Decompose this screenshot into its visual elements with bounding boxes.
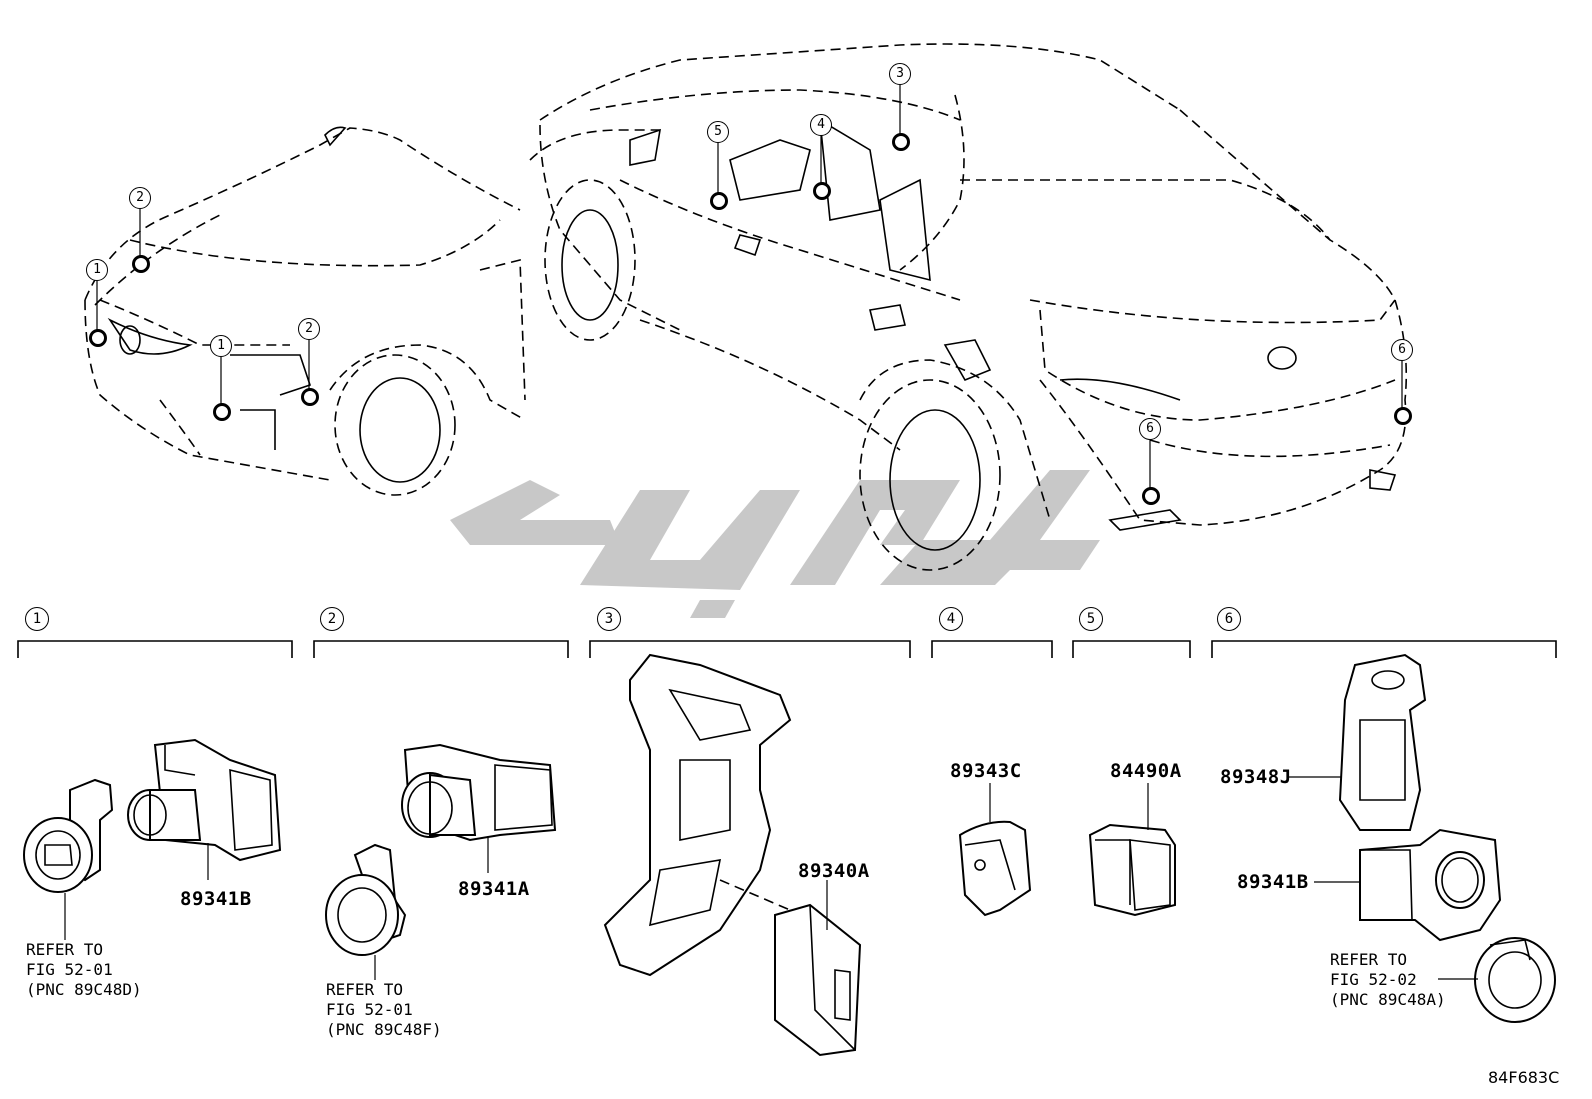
sensor-location-dot bbox=[813, 182, 831, 200]
callout-2-front-left: 2 bbox=[129, 187, 151, 209]
sensor-location-dot bbox=[301, 388, 319, 406]
refer-note-group2: REFER TO FIG 52-01 (PNC 89C48F) bbox=[326, 980, 442, 1039]
group1-sensor-drawing bbox=[127, 738, 282, 880]
group2-sensor-drawing bbox=[401, 743, 557, 873]
sensor-location-dot bbox=[132, 255, 150, 273]
callout-5-car: 5 bbox=[707, 121, 729, 143]
part-number-89341A: 89341A bbox=[458, 878, 530, 900]
main-car-outline bbox=[529, 43, 1408, 571]
group5-switch-drawing bbox=[1088, 783, 1176, 917]
sensor-location-dot bbox=[892, 133, 910, 151]
group-6-header: 6 bbox=[1217, 607, 1241, 631]
part-number-89341B-rear: 89341B bbox=[1237, 871, 1309, 893]
group-4-header: 4 bbox=[939, 607, 963, 631]
group-5-header: 5 bbox=[1079, 607, 1103, 631]
part-number-84490A: 84490A bbox=[1110, 760, 1182, 782]
group-brackets bbox=[17, 640, 1557, 658]
refer-note-group1: REFER TO FIG 52-01 (PNC 89C48D) bbox=[26, 940, 142, 999]
group6-bezel-drawing bbox=[1438, 937, 1556, 1023]
callout-1-front-center: 1 bbox=[210, 335, 232, 357]
front-car-outline bbox=[84, 126, 526, 496]
watermark-logo bbox=[450, 470, 1100, 618]
callout-1-front-left: 1 bbox=[86, 259, 108, 281]
part-number-89341B-front: 89341B bbox=[180, 888, 252, 910]
group-3-header: 3 bbox=[597, 607, 621, 631]
callout-4-car: 4 bbox=[810, 114, 832, 136]
group6-sensor-drawing bbox=[1314, 828, 1502, 942]
drawing-code: 84F683C bbox=[1488, 1068, 1560, 1087]
callout-3-car: 3 bbox=[889, 63, 911, 85]
group1-bezel-drawing bbox=[23, 778, 114, 940]
sensor-location-dot bbox=[89, 329, 107, 347]
callout-6-rear-left: 6 bbox=[1139, 418, 1161, 440]
group4-switch-drawing bbox=[958, 783, 1032, 917]
sensor-location-dot bbox=[1394, 407, 1412, 425]
group3-ecu-drawing bbox=[774, 880, 862, 1057]
group-1-header: 1 bbox=[25, 607, 49, 631]
callout-6-rear-right: 6 bbox=[1391, 339, 1413, 361]
callout-leaders bbox=[96, 85, 1403, 488]
group3-bracket-drawing bbox=[603, 653, 792, 977]
group6-bracket-drawing bbox=[1287, 653, 1427, 831]
part-number-89343C: 89343C bbox=[950, 760, 1022, 782]
sensor-location-dot bbox=[1142, 487, 1160, 505]
group2-bezel-drawing bbox=[325, 843, 407, 980]
part-number-89340A: 89340A bbox=[798, 860, 870, 882]
sensor-location-dot bbox=[710, 192, 728, 210]
sensor-location-dot bbox=[213, 403, 231, 421]
refer-note-group6: REFER TO FIG 52-02 (PNC 89C48A) bbox=[1330, 950, 1446, 1009]
group-2-header: 2 bbox=[320, 607, 344, 631]
callout-2-front-right: 2 bbox=[298, 318, 320, 340]
part-number-89348J: 89348J bbox=[1220, 766, 1292, 788]
